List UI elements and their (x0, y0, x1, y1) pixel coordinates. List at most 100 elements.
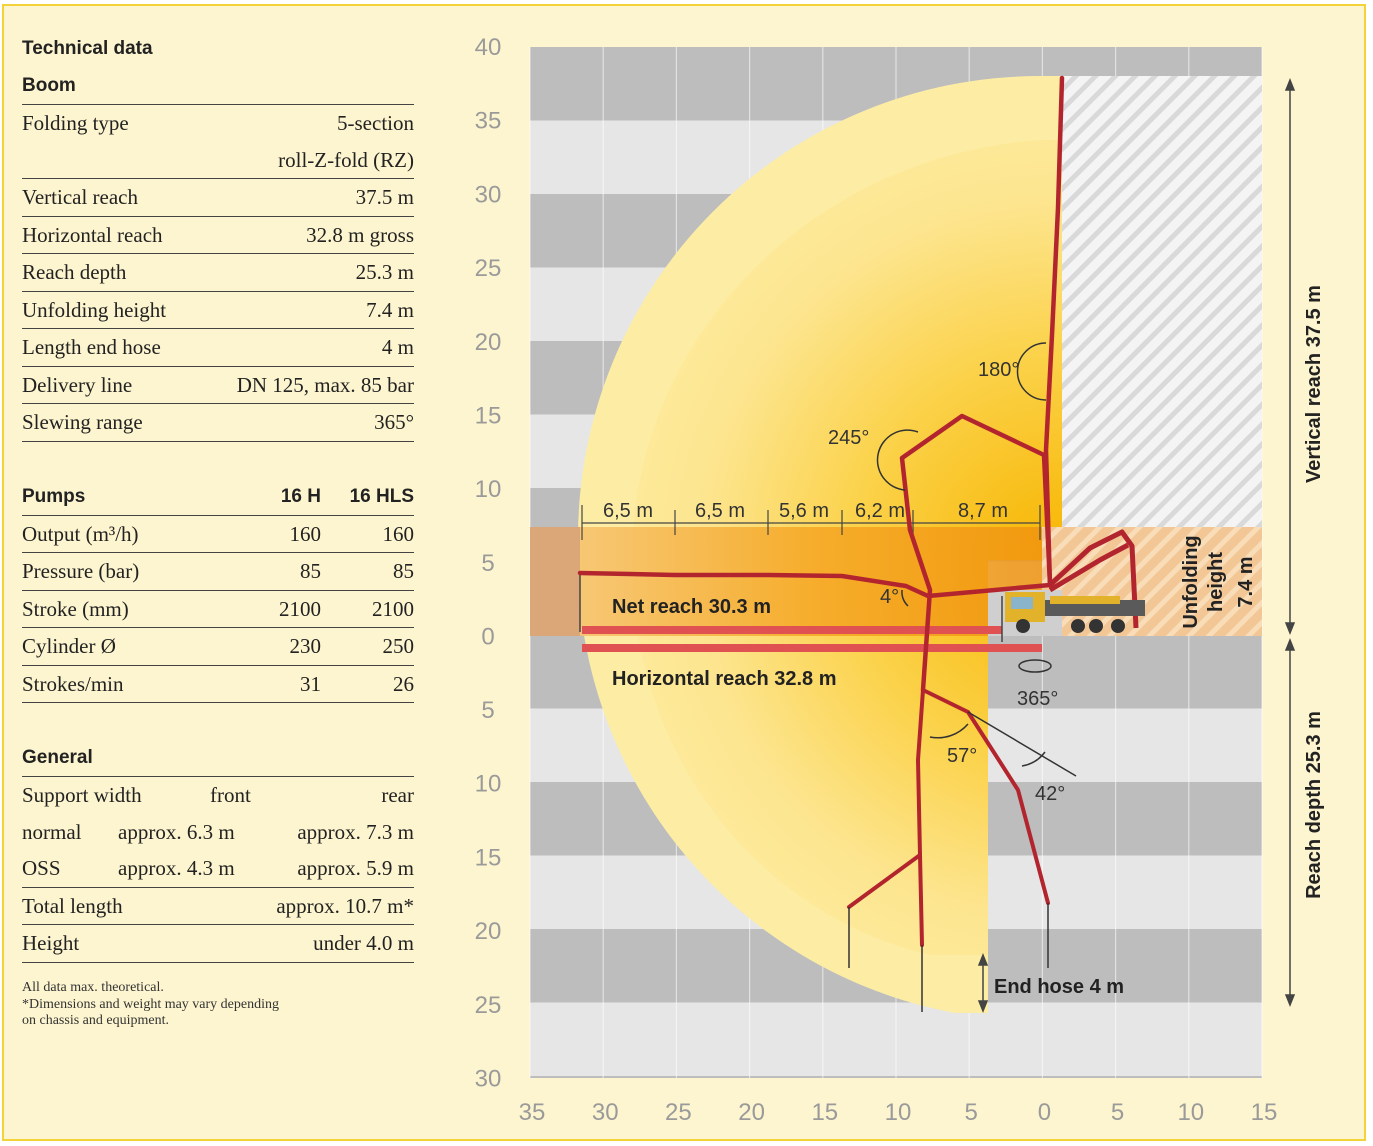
row-label: Slewing range (22, 410, 143, 434)
row-value: 365° (374, 410, 414, 434)
x-tick-label: 35 (519, 1099, 546, 1126)
angle-57-label: 57° (947, 745, 977, 767)
support-rear-header: rear (381, 783, 414, 807)
angle-245-label: 245° (828, 427, 869, 449)
boom-row: Vertical reach 37.5 m (22, 179, 414, 217)
y-tick-label: 15 (475, 844, 502, 871)
general-row: Height under 4.0 m (22, 925, 414, 963)
row-value: 7.4 m (366, 297, 414, 322)
row-value: 25.3 m (355, 260, 414, 284)
y-tick-label: 30 (475, 1066, 502, 1093)
x-tick-label: 25 (665, 1099, 692, 1126)
general-title: General (22, 739, 414, 777)
horizontal-reach-bar (582, 644, 1042, 652)
net-reach-bar (582, 626, 1002, 634)
end-hose-label: End hose 4 m (994, 976, 1124, 998)
x-tick-label: 15 (811, 1099, 838, 1126)
x-tick-label: 20 (738, 1099, 765, 1126)
angle-42-label: 42° (1035, 783, 1065, 805)
boom-row: roll-Z-fold (RZ) (22, 142, 414, 179)
y-tick-label: 15 (475, 403, 502, 430)
segment-label: 6,2 m (855, 500, 905, 522)
truck (1005, 592, 1145, 633)
y-tick-label: 20 (475, 329, 502, 356)
row-value-2: 250 (382, 634, 415, 658)
unfolding-band-left (530, 527, 580, 636)
unfolding-band (580, 527, 1042, 636)
row-label: Support width (22, 783, 142, 807)
slewing-angle-label: 365° (1017, 688, 1058, 710)
pumps-title: Pumps (22, 486, 86, 507)
unfolding-band-hatched (1042, 527, 1262, 636)
row-label: Total length (22, 893, 123, 918)
x-tick-label: 15 (1251, 1099, 1278, 1126)
y-tick-label: 5 (481, 697, 494, 724)
row-value: 4 m (381, 335, 414, 359)
row-value: 32.8 m gross (306, 222, 414, 247)
y-tick-label: 10 (475, 771, 502, 798)
y-tick-label: 25 (475, 992, 502, 1019)
support-front-value: approx. 6.3 m (118, 819, 235, 844)
footnotes: All data max. theoretical. *Dimensions a… (22, 980, 279, 1030)
support-rear-value: approx. 5.9 m (297, 856, 414, 880)
boom-folded (899, 413, 1053, 693)
row-value-2: 26 (393, 671, 414, 696)
unfolding-label-line3: 7.4 m (1235, 556, 1257, 607)
row-label: Unfolding height (22, 297, 167, 322)
y-tick-label: 0 (481, 624, 494, 651)
footnote: *Dimensions and weight may vary dependin… (22, 996, 280, 1012)
y-tick-label: 30 (475, 181, 502, 208)
x-tick-label: 10 (885, 1099, 912, 1126)
row-label: Length end hose (22, 335, 161, 359)
boom-row: Slewing range 365° (22, 404, 414, 442)
footnote: on chassis and equipment. (22, 1013, 169, 1028)
end-hoses (848, 711, 1077, 1012)
support-front-header: front (210, 783, 251, 807)
row-label: Folding type (22, 111, 129, 135)
row-value-1: 85 (300, 559, 321, 583)
x-tick-label: 0 (1038, 1099, 1051, 1126)
boom-row: Unfolding height 7.4 m (22, 292, 414, 329)
row-label: Stroke (mm) (22, 596, 129, 621)
segment-label: 6,5 m (695, 500, 745, 522)
segment-label: 8,7 m (958, 500, 1008, 522)
y-tick-label: 35 (475, 108, 502, 135)
boom-rest (1048, 529, 1139, 629)
horizontal-reach-label: Horizontal reach 32.8 m (612, 668, 837, 690)
y-tick-label: 5 (481, 550, 494, 577)
pumps-header: Pumps 16 H 16 HLS (22, 478, 414, 516)
segment-dimensions (581, 505, 1041, 540)
row-label: Height (22, 931, 80, 955)
row-value: under 4.0 m (313, 931, 414, 955)
row-label: Delivery line (22, 372, 133, 397)
row-label: Vertical reach (22, 185, 139, 209)
boom-row: Delivery line DN 125, max. 85 bar (22, 367, 414, 404)
row-value-1: 2100 (279, 596, 321, 621)
pumps-col2: 16 HLS (349, 486, 414, 507)
row-value-1: 160 (289, 521, 322, 546)
pumps-col1: 16 H (280, 486, 321, 507)
boom-title: Boom (22, 67, 414, 105)
support-header-row: Support width front rear (22, 777, 414, 814)
row-value-2: 85 (393, 559, 414, 583)
row-value: DN 125, max. 85 bar (236, 372, 414, 397)
row-label: Output (m³/h) (22, 521, 139, 546)
x-tick-label: 5 (1111, 1099, 1124, 1126)
y-tick-label: 25 (475, 255, 502, 282)
y-tick-label: 40 (475, 34, 502, 61)
boom-down (847, 688, 1050, 947)
row-value: 37.5 m (355, 185, 414, 209)
angle-4-label: 4° (880, 586, 899, 608)
x-tick-label: 10 (1177, 1099, 1204, 1126)
unfolding-label-line2: height (1205, 552, 1227, 612)
